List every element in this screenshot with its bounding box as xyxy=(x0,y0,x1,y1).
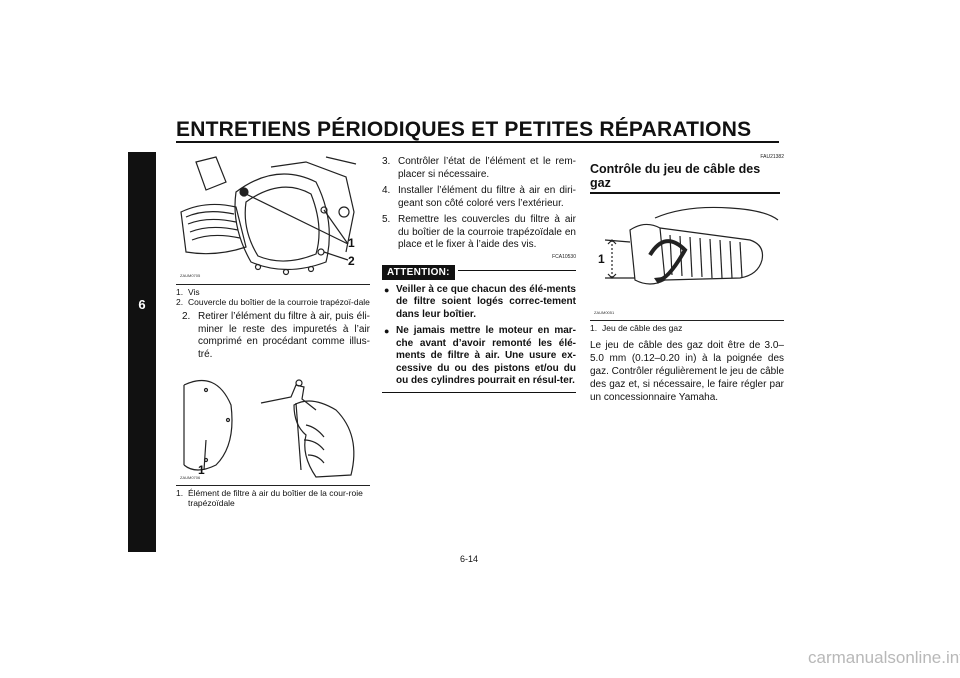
caption-item: 1. Jeu de câble des gaz xyxy=(590,323,784,333)
figure-belt-case-cover: ZAUM0705 1 2 xyxy=(176,152,366,282)
caption-text: Élément de filtre à air du boîtier de la… xyxy=(188,488,363,508)
caption-number: 1. xyxy=(176,488,184,498)
caption-number: 1. xyxy=(176,287,184,297)
title-rule xyxy=(176,141,779,143)
attention-box: ATTENTION: ● Veiller à ce que chacun des… xyxy=(382,262,576,393)
attention-label: ATTENTION: xyxy=(382,264,455,280)
step-number: 2. xyxy=(182,311,191,322)
caption-text: Jeu de câble des gaz xyxy=(602,322,683,333)
watermark: carmanualsonline.info xyxy=(808,648,960,667)
column-2: 3. Contrôler l’état de l’élément et le r… xyxy=(382,152,576,393)
reference-code: FCA10530 xyxy=(552,253,576,260)
caption-number: 2. xyxy=(176,297,184,307)
step-4: 4. Installer l’élément du filtre à air e… xyxy=(382,185,576,210)
bullet-text: Ne jamais mettre le moteur en mar-che av… xyxy=(396,325,576,386)
figure-code: ZAUM0706 xyxy=(180,475,201,480)
bullet-dot-icon: ● xyxy=(384,326,390,336)
step-text: Remettre les couvercles du filtre à air … xyxy=(398,214,576,250)
step-5: 5. Remettre les couvercles du filtre à a… xyxy=(382,214,576,252)
callout-1: 1 xyxy=(598,251,605,266)
reference-code: FAU21382 xyxy=(760,154,784,160)
callout-1: 1 xyxy=(348,236,355,250)
caption-text: Vis xyxy=(188,287,200,297)
step-3: 3. Contrôler l’état de l’élément et le r… xyxy=(382,156,576,181)
bullet-text: Veiller à ce que chacun des élé-ments de… xyxy=(396,283,576,320)
step-2: 2. Retirer l’élément du filtre à air, pu… xyxy=(176,311,370,361)
callout-2: 2 xyxy=(348,254,355,268)
column-1: ZAUM0705 1 2 1. Vis 2. Couvercle du boît… xyxy=(176,152,370,508)
caption-item: 2. Couvercle du boîtier de la courroie t… xyxy=(176,297,370,307)
figure-air-filter-element: ZAUM0706 1 xyxy=(176,365,366,483)
figure-code: ZAUM0705 xyxy=(180,273,201,278)
figure-code: ZAUM0051 xyxy=(594,309,615,315)
figure-1-caption: 1. Vis 2. Couvercle du boîtier de la cou… xyxy=(176,284,370,307)
caption-text: Couvercle du boîtier de la courroie trap… xyxy=(188,297,370,307)
belt-case-cover-illustration xyxy=(180,156,357,276)
chapter-tab: 6 xyxy=(128,152,156,552)
page-title: ENTRETIENS PÉRIODIQUES ET PETITES RÉPARA… xyxy=(176,118,752,141)
bullet-dot-icon: ● xyxy=(384,284,390,295)
figure-throttle-grip: ZAUM0051 1 xyxy=(590,200,780,318)
callout-1: 1 xyxy=(198,463,205,477)
section-rule xyxy=(590,192,780,194)
figure-2-caption: 1. Élément de filtre à air du boîtier de… xyxy=(176,485,370,508)
caption-item: 1. Vis xyxy=(176,287,370,297)
air-filter-illustration xyxy=(183,379,355,478)
attention-bullet: ● Ne jamais mettre le moteur en mar-che … xyxy=(382,325,576,388)
step-number: 5. xyxy=(382,214,391,225)
step-text: Installer l’élément du filtre à air en d… xyxy=(398,185,576,209)
figure-3-caption: 1. Jeu de câble des gaz xyxy=(590,319,784,333)
caption-number: 1. xyxy=(590,322,598,333)
caption-item: 1. Élément de filtre à air du boîtier de… xyxy=(176,488,370,508)
step-number: 3. xyxy=(382,156,391,167)
column-3: FAU21382 Contrôle du jeu de câble des ga… xyxy=(590,152,784,404)
step-text: Contrôler l’état de l’élément et le rem-… xyxy=(398,156,576,180)
throttle-grip-illustration xyxy=(604,206,779,285)
page-number: 6-14 xyxy=(460,554,479,564)
step-number: 4. xyxy=(382,185,391,196)
section-title: Contrôle du jeu de câble des gaz xyxy=(590,162,761,190)
attention-end-rule xyxy=(382,391,576,393)
attention-rule xyxy=(457,269,576,272)
step-text: Retirer l’élément du filtre à air, puis … xyxy=(198,311,370,360)
chapter-number: 6 xyxy=(138,297,146,312)
body-paragraph: Le jeu de câble des gaz doit être de 3.0… xyxy=(590,339,784,403)
attention-bullet: ● Veiller à ce que chacun des élé-ments … xyxy=(382,284,576,322)
